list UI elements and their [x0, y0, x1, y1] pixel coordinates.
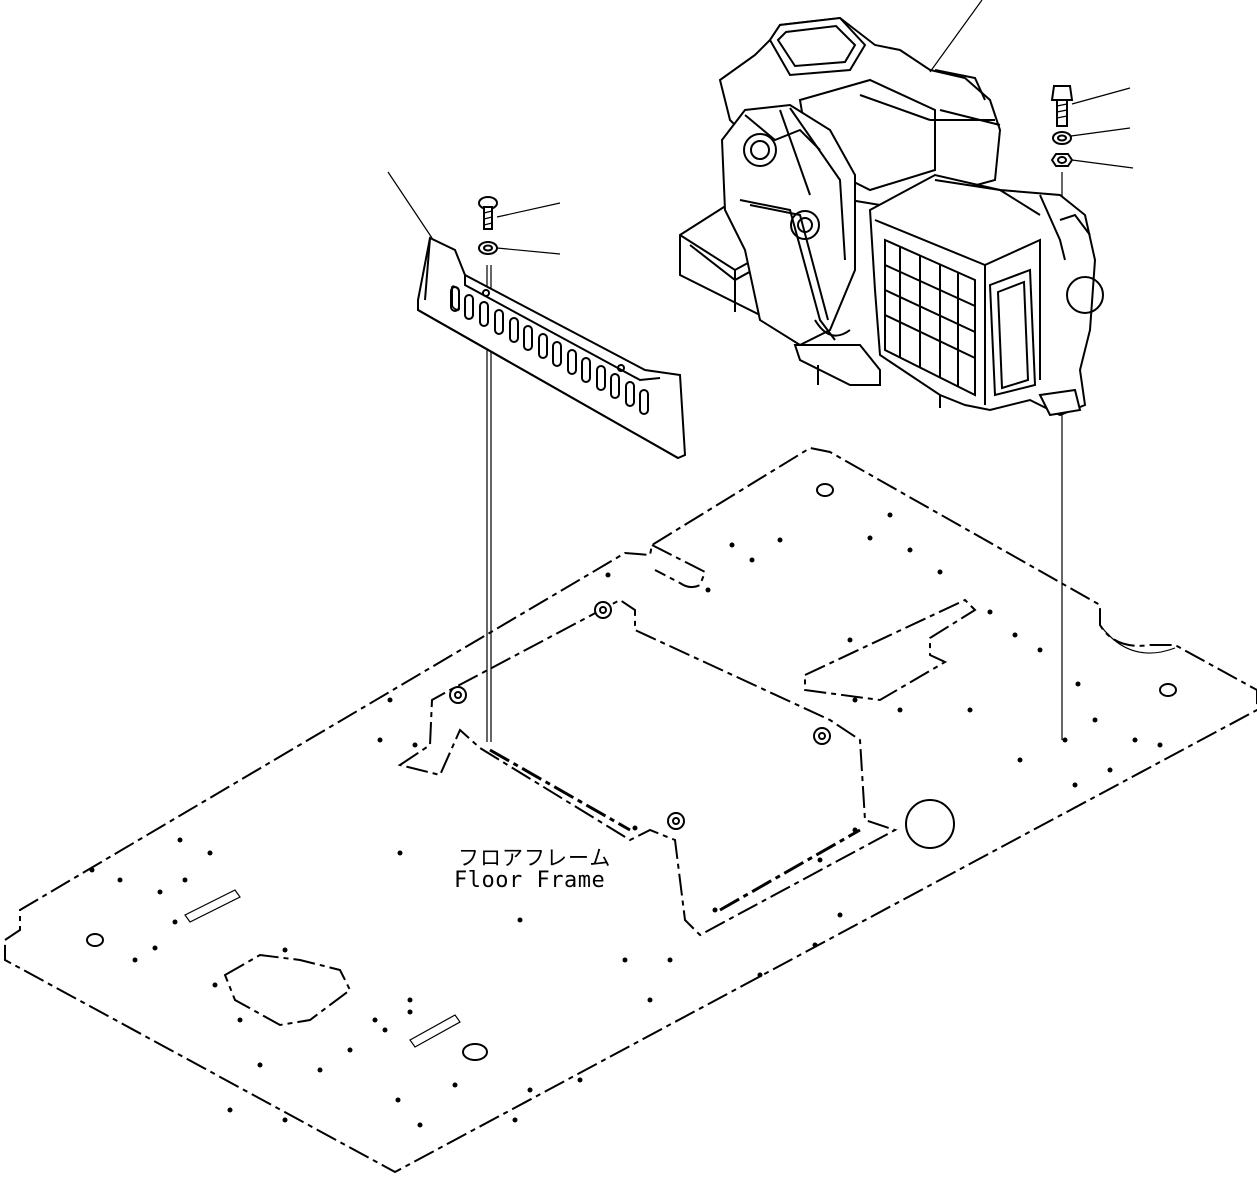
leader-bolt-right — [1071, 87, 1131, 105]
ac-heater-unit — [679, 16, 1104, 417]
floor-frame-notch — [651, 544, 707, 589]
leader-nut-right — [1071, 159, 1134, 169]
floor-hole — [905, 799, 955, 849]
floor-frame-outline — [4, 446, 1257, 1174]
bolt-icon — [1050, 85, 1074, 127]
nut-icon — [1050, 153, 1074, 167]
bracket-nuts — [449, 601, 831, 830]
floor-cutout-front — [223, 953, 352, 1027]
floor-frame-label-en: Floor Frame — [454, 868, 606, 893]
washer-icon — [478, 241, 498, 255]
leader-washer-right — [1070, 127, 1131, 137]
leader-bolt-left — [496, 202, 561, 218]
washer-icon — [1052, 131, 1072, 145]
floor-holes — [89, 512, 1163, 1128]
floor-frame-label-jp: フロアフレーム — [458, 846, 612, 870]
cover-panel — [417, 236, 687, 460]
leader-washer-left — [496, 247, 561, 255]
bolt-icon — [478, 196, 498, 230]
mount-bracket — [397, 598, 898, 937]
floor-cutout-rear — [804, 598, 977, 702]
floor-frame — [4, 446, 1257, 1174]
leader-cover-panel — [387, 171, 433, 239]
leader-heater-unit — [929, 0, 983, 73]
